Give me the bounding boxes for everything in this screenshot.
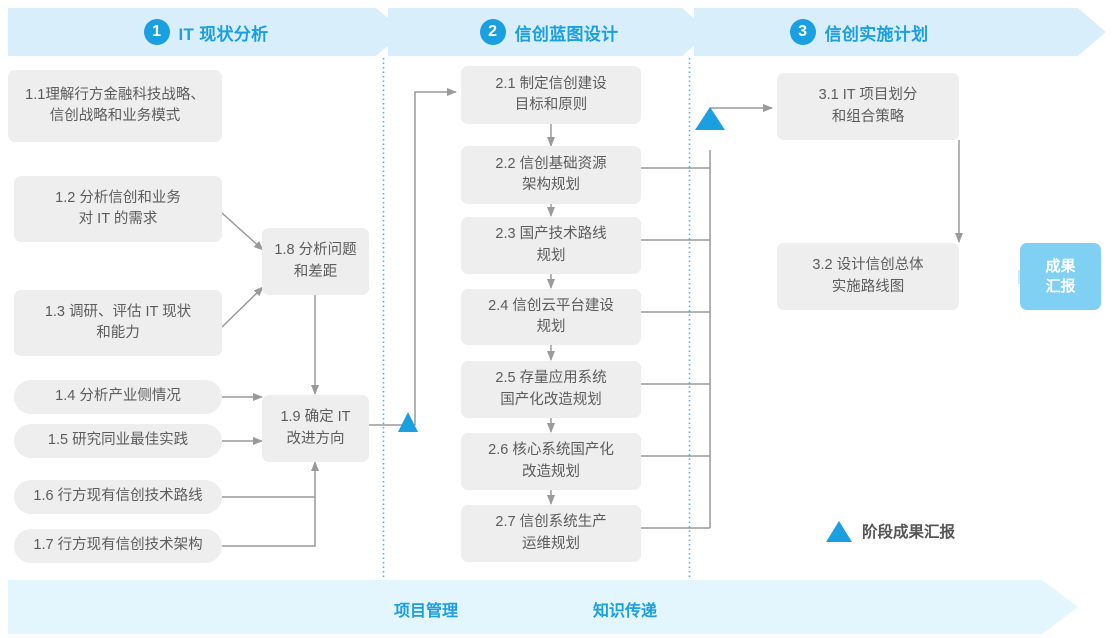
node-1-6[interactable]: 1.6 行方现有信创技术路线 — [14, 480, 222, 514]
node-1-7[interactable]: 1.7 行方现有信创技术架构 — [14, 529, 222, 563]
phase-1-title: IT 现状分析 — [178, 24, 269, 44]
node-3-1[interactable]: 3.1 IT 项目划分 和组合策略 — [777, 73, 959, 140]
footer-band-shape — [8, 580, 1078, 634]
edge-1-6-to-1-9 — [222, 461, 319, 498]
node-1-8[interactable]: 1.8 分析问题 和差距 — [262, 228, 369, 295]
footer-label-knowledge-transfer[interactable]: 知识传递 — [593, 603, 658, 620]
node-1-4[interactable]: 1.4 分析产业侧情况 — [14, 380, 222, 414]
legend: 阶段成果汇报 — [826, 520, 955, 542]
node-2-5[interactable]: 2.5 存量应用系统 国产化改造规划 — [461, 361, 641, 418]
edge-1-9-to-2-1 — [368, 88, 457, 426]
node-1-2[interactable]: 1.2 分析信创和业务 对 IT 的需求 — [14, 176, 222, 242]
edge-1-2-to-1-8 — [221, 212, 264, 251]
node-1-5[interactable]: 1.5 研究同业最佳实践 — [14, 424, 222, 458]
node-2-1[interactable]: 2.1 制定信创建设 目标和原则 — [461, 66, 641, 124]
phase-header-1[interactable]: 1 IT 现状分析 — [8, 8, 404, 56]
phase-3-title: 信创实施计划 — [824, 24, 929, 44]
phase-3-number: 3 — [789, 19, 816, 45]
phase-header-2[interactable]: 2 信创蓝图设计 — [388, 8, 710, 56]
phase-2-number: 2 — [479, 19, 506, 45]
milestone-triangle-phase-2 — [695, 107, 725, 130]
node-2-6[interactable]: 2.6 核心系统国产化 改造规划 — [461, 433, 641, 490]
milestone-triangle-icon — [826, 520, 852, 542]
footer-label-project-management[interactable]: 项目管理 — [394, 603, 459, 620]
node-2-7[interactable]: 2.7 信创系统生产 运维规划 — [461, 505, 641, 562]
node-1-9[interactable]: 1.9 确定 IT 改进方向 — [262, 395, 369, 462]
edge-1-7-to-1-9 — [222, 497, 316, 547]
phase-header-3[interactable]: 3 信创实施计划 — [694, 8, 1024, 56]
node-3-2[interactable]: 3.2 设计信创总体 实施路线图 — [777, 243, 959, 310]
node-2-4[interactable]: 2.4 信创云平台建设 规划 — [461, 289, 641, 345]
node-1-1[interactable]: 1.1理解行方金融科技战略、 信创战略和业务模式 — [8, 70, 222, 142]
node-2-3[interactable]: 2.3 国产技术路线 规划 — [461, 217, 641, 274]
deliverable-chip[interactable]: 成果 汇报 — [1020, 243, 1101, 310]
phase-1-number: 1 — [143, 19, 170, 45]
node-1-3[interactable]: 1.3 调研、评估 IT 现状 和能力 — [14, 290, 222, 356]
phase-2-title: 信创蓝图设计 — [514, 24, 619, 44]
milestone-triangle-phase-1 — [398, 412, 418, 432]
legend-label: 阶段成果汇报 — [862, 524, 956, 541]
node-2-2[interactable]: 2.2 信创基础资源 架构规划 — [461, 146, 641, 204]
edge-1-3-to-1-8 — [221, 286, 264, 328]
